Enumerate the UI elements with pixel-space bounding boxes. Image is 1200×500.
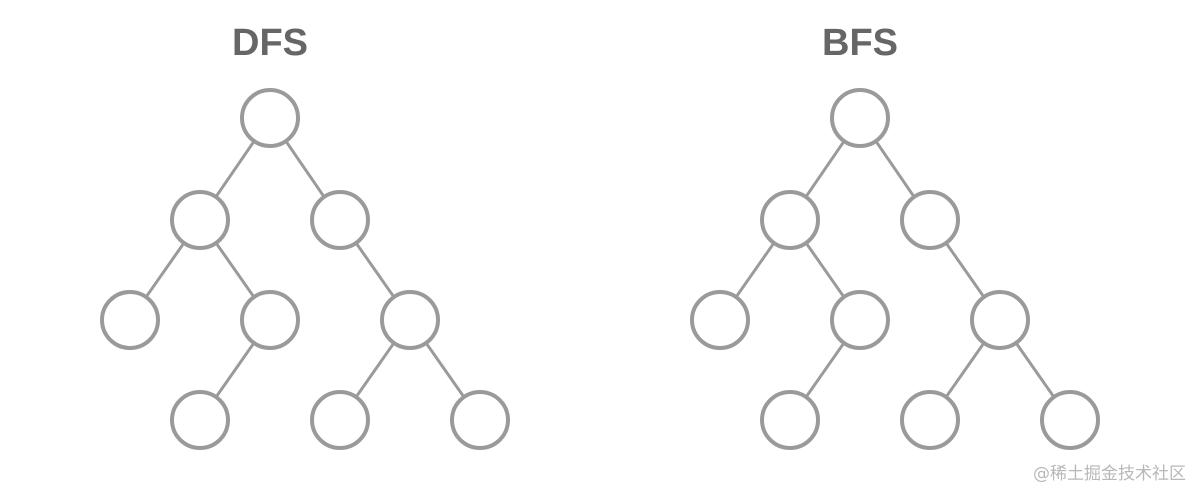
- tree-edge: [284, 140, 326, 198]
- tree-node: [240, 290, 300, 350]
- tree-edge: [804, 342, 846, 398]
- tree-edge: [354, 342, 396, 398]
- tree-edge: [214, 242, 256, 298]
- tree-node: [380, 290, 440, 350]
- tree-node: [830, 290, 890, 350]
- tree-edge: [144, 242, 186, 298]
- tree-node: [100, 290, 160, 350]
- tree-node: [240, 88, 300, 148]
- tree-node: [170, 190, 230, 250]
- tree-edge: [354, 242, 396, 298]
- tree-node: [760, 390, 820, 450]
- tree-edge: [424, 342, 466, 398]
- bfs-title: BFS: [822, 22, 898, 64]
- bfs-tree: [690, 88, 1100, 450]
- tree-node: [310, 190, 370, 250]
- tree-node: [450, 390, 510, 450]
- tree-edge: [214, 140, 256, 198]
- tree-edge: [804, 140, 846, 198]
- tree-node: [760, 190, 820, 250]
- dfs-tree: [100, 88, 510, 450]
- tree-node: [1040, 390, 1100, 450]
- tree-node: [310, 390, 370, 450]
- tree-edge: [804, 242, 846, 298]
- tree-edge: [874, 140, 916, 198]
- tree-edge: [734, 242, 776, 298]
- tree-node: [830, 88, 890, 148]
- tree-node: [970, 290, 1030, 350]
- tree-edge: [1014, 342, 1056, 398]
- tree-node: [900, 390, 960, 450]
- tree-node: [900, 190, 960, 250]
- dfs-title: DFS: [232, 22, 308, 64]
- tree-node: [690, 290, 750, 350]
- tree-edge: [214, 342, 256, 398]
- tree-node: [170, 390, 230, 450]
- watermark: @稀土掘金技术社区: [1033, 464, 1186, 484]
- tree-edge: [944, 342, 986, 398]
- tree-edge: [944, 242, 986, 298]
